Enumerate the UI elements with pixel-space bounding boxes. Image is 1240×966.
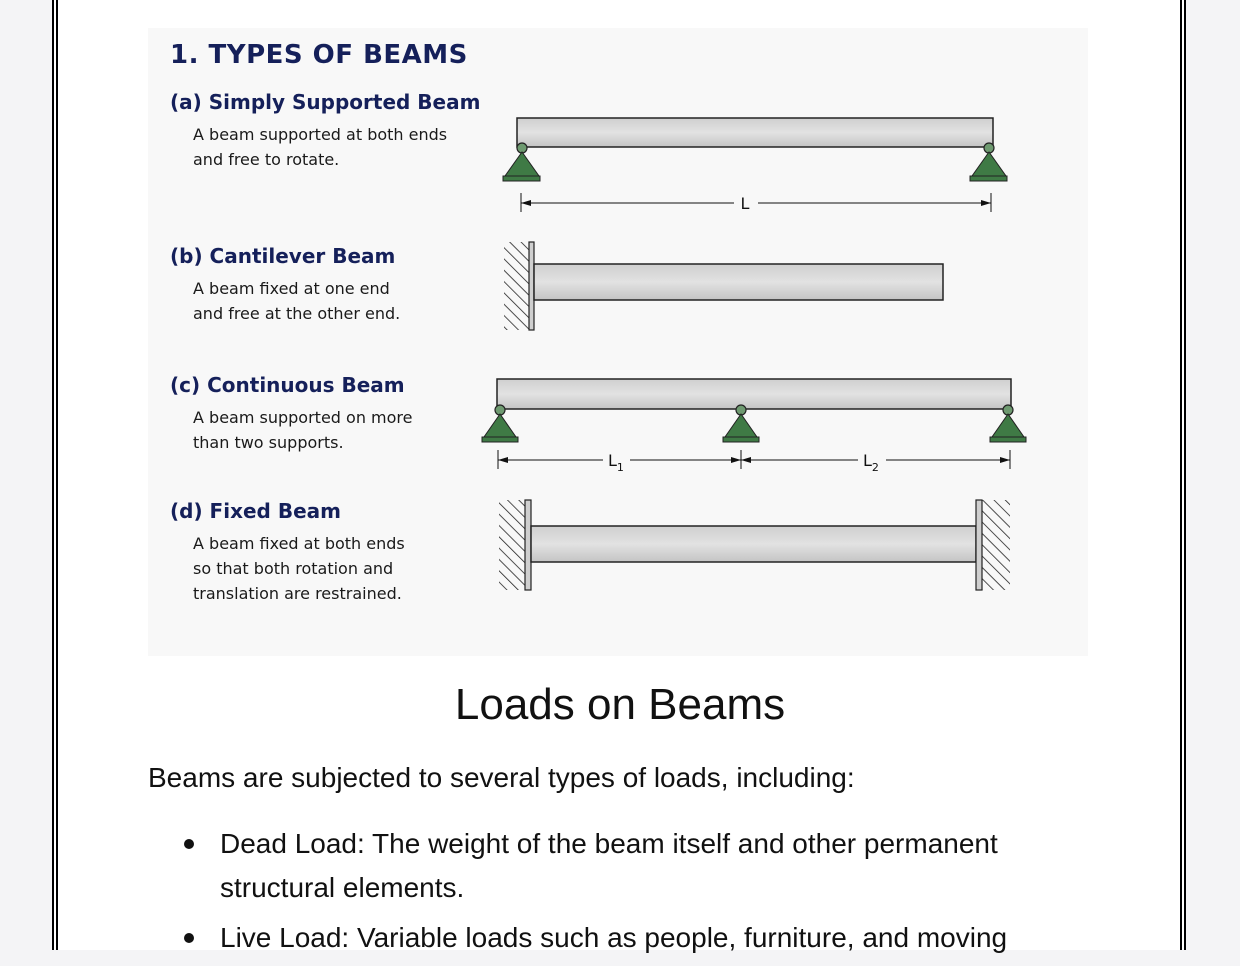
span-label: L: [741, 194, 750, 213]
pin-support-icon: [722, 404, 760, 443]
list-item-text: Live Load: Variable loads such as people…: [220, 922, 1008, 953]
load-list: Dead Load: The weight of the beam itself…: [184, 822, 1050, 966]
beam-type-description: A beam fixed at one end and free at the …: [193, 279, 401, 323]
beam-bar: [496, 378, 1012, 410]
list-item-text: Dead Load: The weight of the beam itself…: [220, 828, 998, 903]
beam-type-continuous: (c) Continuous Beam A beam supported on …: [170, 373, 412, 455]
pin-support-icon: [502, 142, 541, 182]
list-item: Dead Load: The weight of the beam itself…: [184, 822, 1050, 910]
span-dimensions: L1 L2: [497, 450, 1011, 474]
intro-paragraph: Beams are subjected to several types of …: [148, 762, 855, 793]
bullet-icon: [184, 933, 194, 943]
beam-type-description: A beam supported at both ends and free t…: [193, 125, 448, 169]
span1-label: L1: [608, 451, 624, 474]
beam-diagrams: L: [481, 117, 1027, 591]
beam-type-title: (d) Fixed Beam: [170, 499, 341, 523]
beam-type-description: A beam fixed at both ends so that both r…: [193, 534, 405, 603]
figure-heading: 1. TYPES OF BEAMS: [170, 40, 468, 70]
fixed-beam-diagram: [499, 499, 1010, 591]
pin-support-icon: [969, 142, 1008, 182]
list-item: Live Load: Variable loads such as people…: [184, 916, 1050, 960]
continuous-diagram: L1 L2: [481, 378, 1027, 474]
section-title: Loads on Beams: [454, 680, 786, 729]
bullet-icon: [184, 839, 194, 849]
beam-bar: [533, 263, 944, 301]
simply-supported-diagram: L: [502, 117, 1008, 213]
beam-type-description: A beam supported on more than two suppor…: [193, 408, 413, 452]
cantilever-diagram: [504, 241, 944, 331]
beam-bar: [530, 525, 977, 563]
beam-type-fixed: (d) Fixed Beam A beam fixed at both ends…: [170, 499, 405, 606]
span-dimension: L: [520, 193, 992, 213]
wall-hatch-icon: [504, 242, 529, 330]
beam-type-title: (b) Cantilever Beam: [170, 244, 396, 268]
pin-support-icon: [989, 404, 1027, 443]
beam-type-title: (a) Simply Supported Beam: [170, 90, 481, 114]
beam-type-cantilever: (b) Cantilever Beam A beam fixed at one …: [170, 244, 400, 326]
beam-bar: [516, 117, 994, 148]
beam-type-title: (c) Continuous Beam: [170, 373, 405, 397]
beam-type-simply-supported: (a) Simply Supported Beam A beam support…: [170, 90, 480, 172]
fixed-plate: [975, 499, 983, 591]
beam-types-figure: L: [148, 28, 1088, 656]
wall-hatch-icon: [982, 500, 1010, 590]
span2-label: L2: [863, 451, 879, 474]
wall-hatch-icon: [499, 500, 525, 590]
pin-support-icon: [481, 404, 519, 443]
fixed-plate: [524, 499, 532, 591]
